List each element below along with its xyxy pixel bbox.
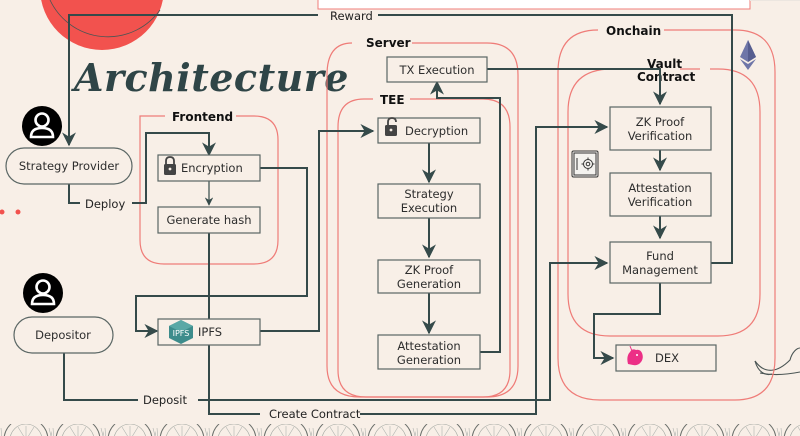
page-title: Architecture [71, 55, 349, 100]
node-generate-hash[interactable] [157, 206, 261, 234]
node-ipfs[interactable] [157, 318, 261, 346]
node-decryption[interactable] [377, 117, 481, 144]
uniswap-icon [627, 345, 643, 366]
node-strategy-execution[interactable] [377, 183, 481, 219]
user-icon [23, 273, 63, 313]
edge-reward [69, 14, 733, 264]
node-label: ZK Proof [636, 115, 685, 129]
edge-label-create-contract: Create Contract [269, 407, 361, 421]
node-label: Generate hash [167, 213, 252, 227]
node-encryption[interactable] [157, 154, 261, 182]
node-label: Attestation [628, 181, 691, 195]
node-label: Strategy [404, 187, 453, 201]
edge-tx-to-zkverify [487, 68, 667, 106]
edge-hash-to-create [208, 127, 607, 415]
edge-label-reward: Reward [330, 9, 373, 23]
node-zk-proof-verification[interactable] [609, 106, 712, 151]
unlock-icon [385, 117, 397, 136]
node-label: Execution [401, 201, 457, 215]
decoration-dots [0, 209, 21, 215]
decoration-wave [754, 347, 800, 376]
vault-safe-icon [571, 150, 599, 178]
edge-encrypt-to-ipfs [135, 167, 308, 338]
node-label: Management [622, 263, 698, 277]
node-dex[interactable] [615, 344, 717, 372]
node-label: Generation [397, 277, 461, 291]
actor-strategy-provider[interactable]: Strategy Provider [5, 106, 133, 185]
node-zk-proof-generation[interactable] [377, 259, 481, 294]
edge-label-deposit: Deposit [143, 393, 187, 407]
group-label-onchain: Onchain [606, 24, 661, 38]
node-attestation-verification[interactable] [609, 172, 712, 217]
group-vault-contract [567, 68, 761, 337]
node-attestation-generation[interactable] [377, 334, 481, 370]
edge-deposit [63, 263, 607, 401]
group-label-vault: Vault [647, 57, 682, 71]
group-label-server: Server [366, 36, 411, 50]
edge-ipfs-to-decrypt [260, 124, 375, 332]
decoration-top-right-panel [317, 0, 751, 10]
group-onchain [557, 29, 776, 401]
node-label: Verification [628, 195, 693, 209]
node-tx-execution[interactable] [386, 56, 488, 83]
ipfs-icon [169, 320, 193, 344]
node-label: IPFS [198, 325, 222, 339]
edge-fund-to-dex [593, 283, 661, 365]
edge-label-deploy: Deploy [85, 197, 125, 211]
edge-attgen-to-tx [430, 80, 501, 353]
lock-icon [164, 156, 176, 175]
ethereum-icon [740, 40, 756, 70]
edge-deploy [68, 132, 209, 204]
node-label: Verification [628, 129, 693, 143]
actor-label: Depositor [35, 328, 91, 342]
node-label: Decryption [405, 124, 468, 138]
node-label: Fund [646, 249, 674, 263]
user-icon [22, 106, 62, 146]
ipfs-icon-text: IPFS [173, 329, 190, 338]
node-label: Encryption [181, 161, 243, 175]
group-label-tee: TEE [380, 93, 405, 107]
node-label: DEX [655, 351, 679, 365]
group-label-frontend: Frontend [172, 110, 233, 124]
actor-depositor[interactable]: Depositor [13, 273, 114, 354]
node-label: TX Execution [399, 63, 475, 77]
node-label: ZK Proof [405, 263, 454, 277]
decoration-top-circle [41, 0, 163, 50]
decoration-bottom-pattern [0, 424, 800, 436]
node-label: Attestation [397, 339, 460, 353]
group-tee [337, 98, 511, 398]
node-fund-management[interactable] [609, 241, 712, 284]
actor-label: Strategy Provider [19, 159, 120, 173]
group-label-contract: Contract [637, 70, 695, 84]
node-label: Generation [397, 353, 461, 367]
